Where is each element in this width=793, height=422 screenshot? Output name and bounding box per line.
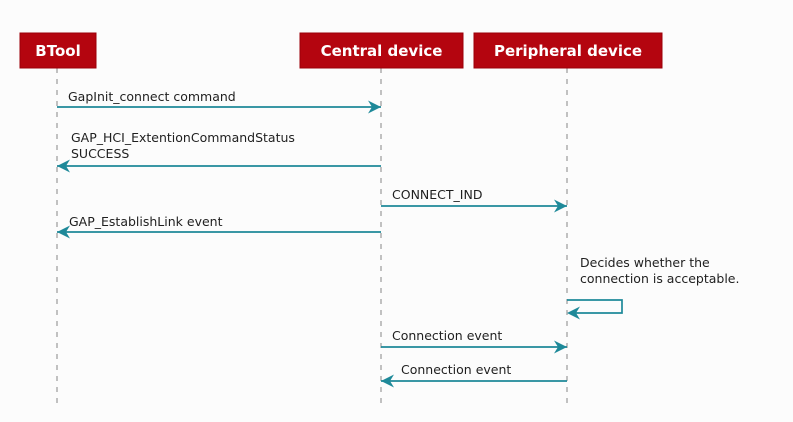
participant-label-btool: BTool	[35, 42, 80, 60]
message-label: connection is acceptable.	[580, 271, 739, 286]
message-m6[interactable]: Connection event	[381, 328, 567, 354]
participant-peripheral[interactable]: Peripheral device	[473, 32, 663, 69]
message-label: GAP_EstablishLink event	[69, 214, 223, 229]
message-m4[interactable]: GAP_EstablishLink event	[57, 214, 381, 239]
message-label: Decides whether the	[580, 255, 710, 270]
message-label: CONNECT_IND	[392, 187, 482, 202]
message-m1[interactable]: GapInit_connect command	[57, 89, 381, 114]
message-label: GAP_HCI_ExtentionCommandStatus	[71, 130, 295, 145]
lifelines-layer	[56, 68, 568, 406]
arrow-head	[554, 199, 567, 213]
participant-box-btool	[19, 32, 97, 69]
message-label: Connection event	[392, 328, 502, 343]
participants-layer: BTool Central device Peripheral device	[19, 32, 663, 69]
message-m3[interactable]: CONNECT_IND	[381, 187, 567, 213]
participant-label-central: Central device	[321, 42, 443, 60]
arrow-head	[567, 306, 580, 320]
message-label: Connection event	[401, 362, 511, 377]
participant-label-peripheral: Peripheral device	[494, 42, 642, 60]
message-label: SUCCESS	[71, 146, 129, 161]
arrow-head	[57, 159, 70, 173]
participant-box-peripheral	[473, 32, 663, 69]
arrow-head	[57, 225, 70, 239]
self-message-loop	[567, 299, 623, 314]
messages-layer: GapInit_connect commandGAP_HCI_Extention…	[57, 89, 739, 388]
arrow-head	[368, 100, 381, 114]
message-label: GapInit_connect command	[68, 89, 236, 104]
message-m7[interactable]: Connection event	[381, 362, 567, 388]
participant-box-central	[299, 32, 464, 69]
participant-btool[interactable]: BTool	[19, 32, 97, 69]
arrow-head	[554, 340, 567, 354]
participant-central[interactable]: Central device	[299, 32, 464, 69]
arrow-head	[381, 374, 394, 388]
